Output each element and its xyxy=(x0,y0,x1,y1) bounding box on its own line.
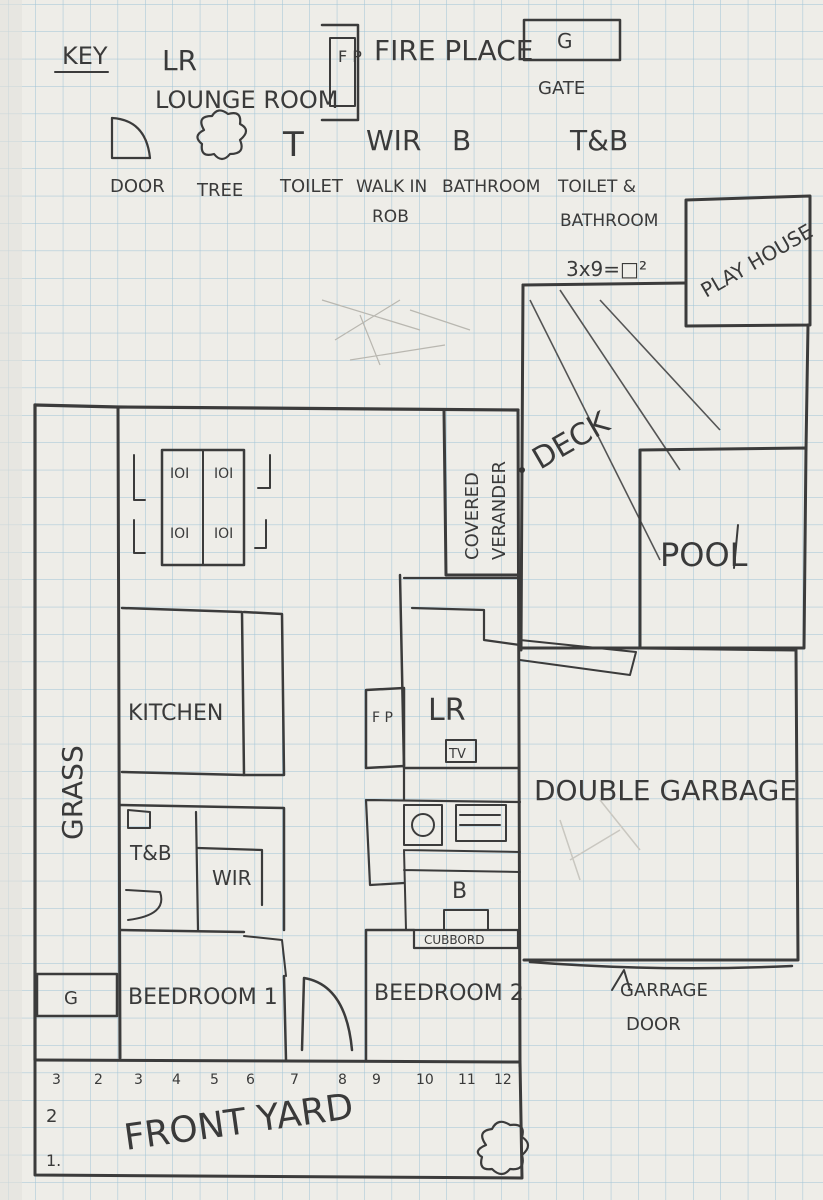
grid-number: 4 xyxy=(172,1072,181,1088)
grid-number: 3 xyxy=(134,1072,143,1088)
fireplace-icon: F P xyxy=(320,23,362,122)
gate-icon: G xyxy=(522,18,622,62)
side-gate-label: G xyxy=(64,988,78,1009)
key-tb-text-1: TOILET & xyxy=(557,177,636,197)
grid-number-row: 3 2 3 4 5 6 7 8 9 10 11 12 xyxy=(52,1072,512,1088)
garage-door-label-1: GARRAGE xyxy=(620,980,708,1001)
tv-label: TV xyxy=(448,747,466,762)
key-wir-text-1: WALK IN xyxy=(356,177,427,197)
key-bathroom-code: B xyxy=(452,124,471,157)
key-lr-text: LOUNGE ROOM xyxy=(155,86,338,114)
page-shadow xyxy=(0,0,22,1200)
bathroom-label: B xyxy=(452,879,467,904)
key-scale-note: 3x9=□² xyxy=(566,257,647,281)
door-icon xyxy=(110,116,152,160)
gate-code: G xyxy=(557,29,573,53)
grass-label: GRASS xyxy=(56,745,89,840)
fireplace-code: F P xyxy=(338,47,362,66)
pool: POOL xyxy=(638,446,808,650)
key-door-text: DOOR xyxy=(110,176,165,197)
front-door xyxy=(300,976,354,1052)
grid-number: 2 xyxy=(94,1072,103,1088)
grid-number: 12 xyxy=(494,1072,512,1088)
grid-number: 8 xyxy=(338,1072,347,1088)
key-gate-text: GATE xyxy=(538,78,585,99)
key-tb-text-2: BATHROOM xyxy=(560,211,658,231)
key-tb-code: T&B xyxy=(569,124,628,157)
key-heading: KEY xyxy=(62,42,108,70)
side-gate: G xyxy=(35,972,119,1018)
place-setting: IOI xyxy=(170,526,189,542)
dining-table: IOI IOI IOI IOI xyxy=(133,448,271,567)
kitchen-label: KITCHEN xyxy=(128,701,223,726)
tree-icon xyxy=(476,1120,530,1176)
key-toilet-code: T xyxy=(282,125,304,165)
grid-number: 10 xyxy=(416,1072,434,1088)
bedroom1-label: BEEDROOM 1 xyxy=(128,985,278,1010)
place-setting: IOI xyxy=(214,526,233,542)
tree-icon xyxy=(196,109,248,161)
grid-number: 7 xyxy=(290,1072,299,1088)
place-setting: IOI xyxy=(170,466,189,482)
erased-scribbles xyxy=(321,299,471,366)
key-bathroom-text: BATHROOM xyxy=(442,177,540,197)
laundry-bath: B CUBBORD xyxy=(364,766,522,1062)
house-walls xyxy=(33,403,522,1068)
bedroom2-label: BEEDROOM 2 xyxy=(374,981,524,1006)
covered-veranda: COVERED VERANDER xyxy=(462,461,525,560)
wir-label: WIR xyxy=(212,866,252,890)
grid-number: 5 xyxy=(210,1072,219,1088)
grid-number: 6 xyxy=(246,1072,255,1088)
left-number: 1. xyxy=(46,1151,61,1170)
grid-number: 3 xyxy=(52,1072,61,1088)
place-setting: IOI xyxy=(214,466,233,482)
lounge-label: LR xyxy=(428,693,466,728)
veranda-label-2: VERANDER xyxy=(489,461,510,560)
legend-key: KEY LR LOUNGE ROOM F P FIRE PLACE G GATE… xyxy=(54,18,658,281)
ensuite-area: T&B WIR xyxy=(118,803,287,977)
kitchen: KITCHEN xyxy=(120,606,286,777)
key-wir-text-2: ROB xyxy=(372,207,409,227)
key-lr-code: LR xyxy=(162,44,197,77)
key-toilet-text: TOILET xyxy=(279,176,344,197)
lounge-fp-label: F P xyxy=(372,710,393,726)
double-garage: DOUBLE GARBAGE GARRAGE DOOR xyxy=(518,646,800,1035)
grid-number: 11 xyxy=(458,1072,476,1088)
cupboard-label: CUBBORD xyxy=(424,933,484,947)
key-fireplace-text: FIRE PLACE xyxy=(374,34,533,67)
tb-label: T&B xyxy=(129,841,172,865)
bedroom-1: BEEDROOM 1 xyxy=(128,974,288,1062)
key-tree-text: TREE xyxy=(196,180,243,201)
garage-door-label-2: DOOR xyxy=(626,1014,681,1035)
veranda-label-1: COVERED xyxy=(462,472,483,560)
garage-label: DOUBLE GARBAGE xyxy=(534,774,797,807)
grid-number: 9 xyxy=(372,1072,381,1088)
left-number: 2 xyxy=(46,1106,57,1127)
key-wir-code: WIR xyxy=(366,124,421,157)
grid-number-column: 2 1. xyxy=(46,1106,61,1170)
